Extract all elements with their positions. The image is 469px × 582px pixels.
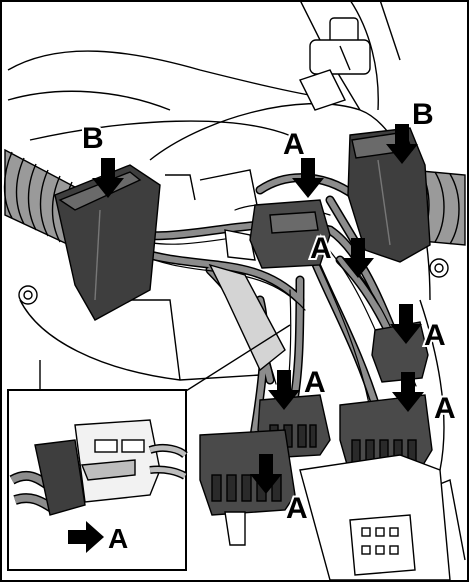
connector-a-top xyxy=(249,199,331,269)
callout-label-b-right: B xyxy=(412,98,434,131)
callout-label-a-bottom: A xyxy=(286,492,308,525)
inset-leader-line xyxy=(177,324,291,397)
connector-a-right-upper xyxy=(371,321,429,383)
fuse-box xyxy=(299,454,451,581)
callout-label-a-right-middle: A xyxy=(304,366,326,399)
callout-label-b-left: B xyxy=(82,122,104,155)
callout-label-a-middle-left: A xyxy=(310,232,332,265)
bolt-icon xyxy=(429,258,449,278)
callout-label-a-top: A xyxy=(283,128,305,161)
callout-label-a-inset: A xyxy=(108,523,128,554)
right-arrow-icon xyxy=(68,521,104,553)
bolt-icon xyxy=(18,285,38,305)
callout-label-a-right-upper: A xyxy=(424,319,446,352)
callout-label-a-right-lower: A xyxy=(434,392,456,425)
inset-detail xyxy=(7,389,188,571)
bolt-assembly xyxy=(299,17,371,111)
harness-clip xyxy=(208,229,286,372)
connector-b-left xyxy=(54,164,161,321)
